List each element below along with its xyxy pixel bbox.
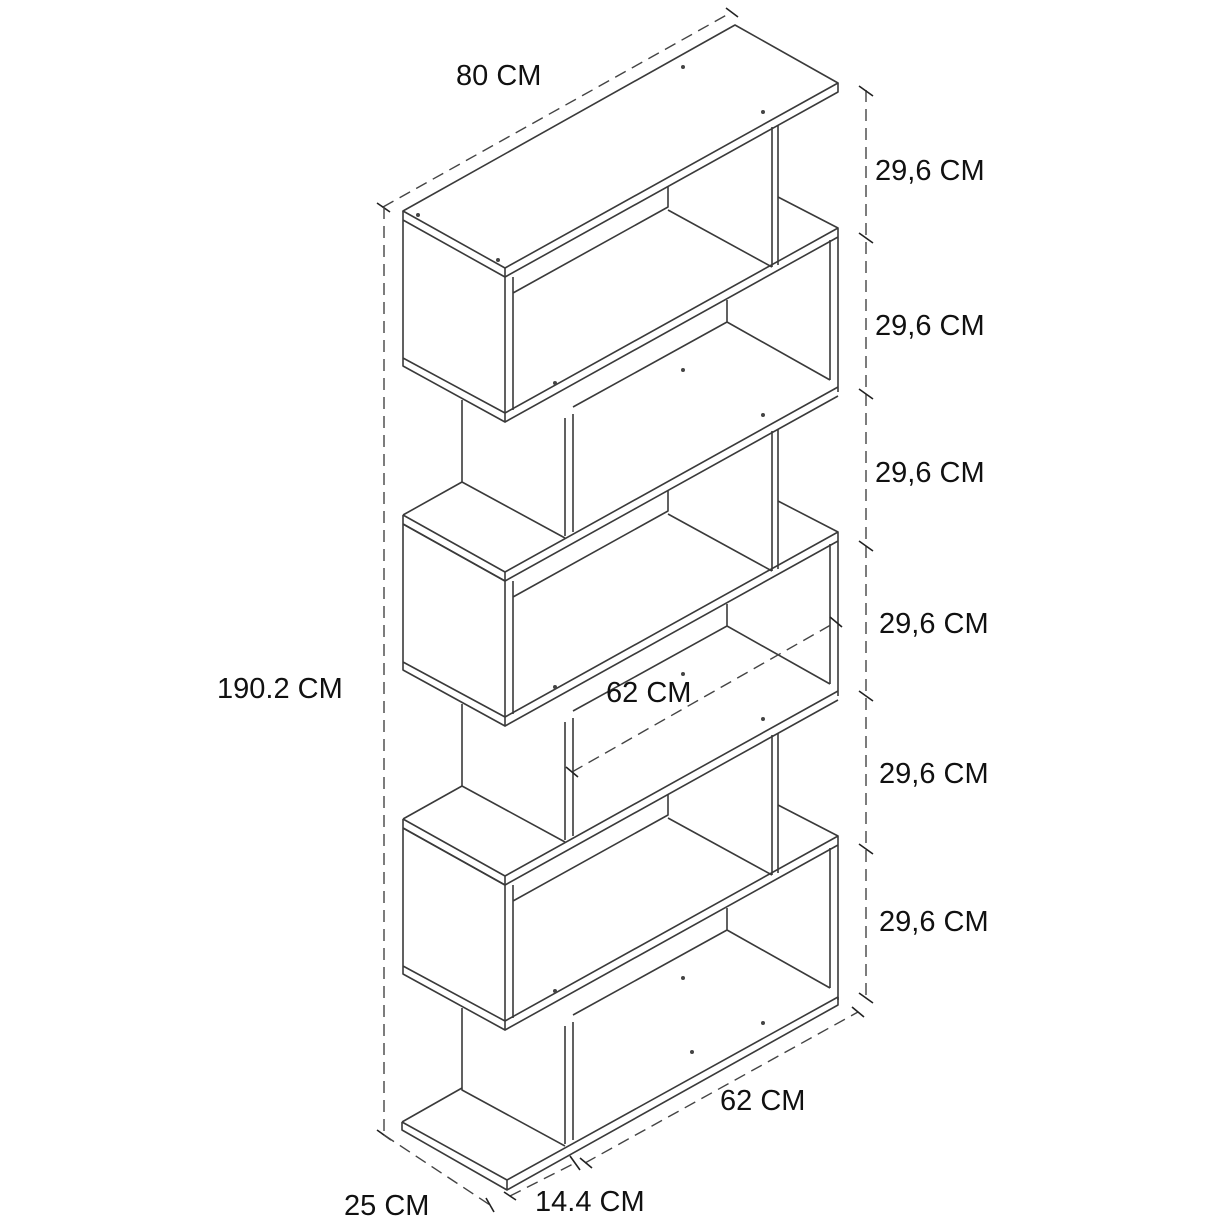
shelf-height-label-3: 29,6 CM	[875, 457, 985, 489]
width-top-label: 80 CM	[456, 60, 541, 92]
dimension-lines	[376, 7, 874, 1213]
depth-label: 25 CM	[344, 1190, 429, 1220]
panel-offset-label: 14.4 CM	[535, 1186, 645, 1218]
shelf-height-label-6: 29,6 CM	[879, 906, 989, 938]
shelf-level-3	[402, 690, 839, 1147]
shelf-height-label-4: 29,6 CM	[879, 608, 989, 640]
shelf-height-label-2: 29,6 CM	[875, 310, 985, 342]
total-height-label: 190.2 CM	[217, 673, 343, 705]
shelf-level-2	[402, 386, 839, 843]
shelf-height-label-5: 29,6 CM	[879, 758, 989, 790]
shelf-level-1	[402, 24, 839, 539]
base-plank	[401, 996, 839, 1191]
bottom-width-label: 62 CM	[720, 1085, 805, 1117]
shelf-height-label-1: 29,6 CM	[875, 155, 985, 187]
inner-width-label: 62 CM	[606, 677, 691, 709]
